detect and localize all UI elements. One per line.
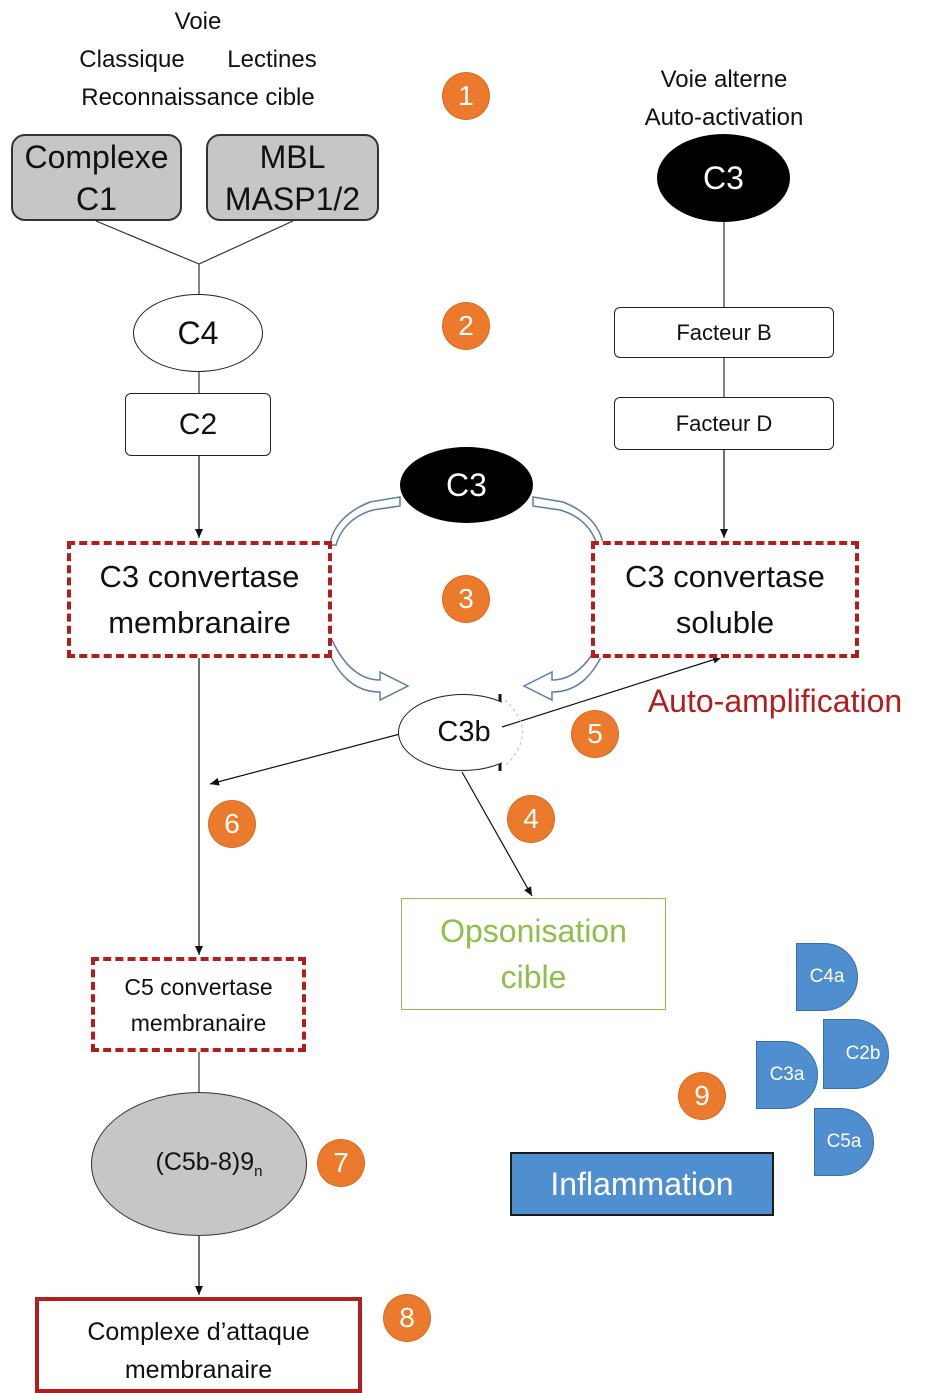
c4a-fragment: C4a: [796, 943, 858, 1011]
c3-center-label: C3: [446, 466, 487, 503]
auto-amplification-label: Auto-amplification: [647, 683, 903, 719]
c3b-cleaved-fragment-outline: [504, 699, 523, 767]
classical-title-voie: Voie: [174, 8, 222, 35]
c3b-node: C3b: [398, 694, 502, 771]
complexe-c1-line1: Complexe: [24, 138, 169, 175]
mbl-line2: MASP1/2: [224, 180, 361, 217]
step-badge-5: 5: [572, 711, 618, 757]
complexe-c1-box: Complexe C1: [11, 134, 182, 221]
c3-conv-soluble-line1: C3 convertase: [625, 558, 825, 594]
c3-convertase-soluble-box: C3 convertase soluble: [591, 541, 859, 658]
c5-conv-line1: C5 convertase: [124, 973, 273, 1000]
complexe-c1-line2: C1: [76, 180, 117, 217]
classical-title-reconnaissance: Reconnaissance cible: [81, 84, 315, 111]
mbl-line1: MBL: [259, 138, 326, 175]
c5-conv-line2: membranaire: [130, 1009, 267, 1036]
c3b-label: C3b: [437, 716, 491, 748]
c3-conv-soluble-line2: soluble: [675, 604, 775, 640]
c3-alternative-node: C3: [657, 134, 790, 222]
c2b-label: C2b: [845, 1043, 881, 1064]
c3-center-node: C3: [400, 447, 533, 523]
classical-title-lectines: Lectines: [227, 46, 317, 73]
c3b-to-soluble-conv-arrow: [501, 655, 723, 728]
step-badge-9: 9: [679, 1073, 725, 1119]
facteur-d-label: Facteur D: [675, 410, 773, 436]
c2b-fragment: C2b: [823, 1019, 889, 1089]
c5a-label: C5a: [826, 1131, 862, 1152]
step-badge-3: 3: [443, 576, 489, 622]
c3-to-membrane-conv-hollow-arrow: [329, 496, 401, 546]
inflammation-label: Inflammation: [550, 1165, 734, 1202]
c3-conv-membrane-line2: membranaire: [108, 604, 291, 640]
mbl-to-junction-line: [198, 220, 294, 265]
facteur-d-node: Facteur D: [614, 397, 834, 450]
c3-conv-membrane-line1: C3 convertase: [99, 558, 300, 594]
mac-formula-main: (C5b-8)9: [155, 1148, 255, 1176]
opsonisation-line1: Opsonisation: [440, 913, 627, 949]
inflammation-box: Inflammation: [510, 1152, 774, 1216]
facteur-b-node: Facteur B: [614, 307, 834, 358]
step-badge-7: 7: [318, 1140, 364, 1186]
c2-label: C2: [178, 407, 218, 441]
step-badge-6: 6: [209, 801, 255, 847]
facteur-b-label: Facteur B: [676, 319, 772, 345]
c5a-fragment: C5a: [814, 1108, 874, 1176]
alternative-title-auto-activation: Auto-activation: [644, 104, 804, 131]
c3b-to-classical-arrow: [209, 733, 401, 786]
soluble-conv-to-c3b-hollow-arrow: [522, 638, 607, 702]
classical-title-classique: Classique: [79, 46, 185, 73]
c1-to-junction-line: [95, 220, 200, 265]
opsonisation-line2: cible: [500, 959, 567, 995]
step-badge-2: 2: [443, 303, 489, 349]
mac-formula: (C5b-8)9n: [136, 1148, 263, 1180]
alternative-title-voie: Voie alterne: [660, 66, 788, 93]
complexe-attaque-box: Complexe d’attaque membranaire: [35, 1297, 362, 1393]
c3-to-soluble-conv-hollow-arrow: [532, 496, 604, 546]
mac-formula-subscript: n: [254, 1163, 263, 1180]
c3a-label: C3a: [769, 1064, 805, 1085]
c2-node: C2: [125, 393, 271, 456]
c5b-8-complex-node: (C5b-8)9n: [91, 1092, 307, 1236]
c3b-to-opsonisation-arrow: [461, 771, 533, 897]
step-badge-8: 8: [384, 1295, 430, 1341]
c4-node: C4: [133, 294, 263, 372]
c4-label: C4: [177, 314, 219, 351]
step-badge-1: 1: [443, 73, 489, 119]
c3b-shape: [398, 694, 502, 771]
opsonisation-box: Opsonisation cible: [401, 898, 666, 1010]
c3a-fragment: C3a: [756, 1041, 818, 1109]
step-badge-4: 4: [508, 796, 554, 842]
attack-line2: membranaire: [124, 1356, 273, 1384]
c5-convertase-membranaire-box: C5 convertase membranaire: [91, 957, 306, 1052]
c4a-label: C4a: [809, 966, 845, 987]
c3-convertase-membranaire-box: C3 convertase membranaire: [67, 541, 332, 658]
membrane-conv-to-c3b-hollow-arrow: [325, 638, 410, 702]
mbl-masp-box: MBL MASP1/2: [206, 134, 379, 221]
attack-line1: Complexe d’attaque: [87, 1318, 310, 1346]
c3-alternative-label: C3: [703, 159, 744, 196]
